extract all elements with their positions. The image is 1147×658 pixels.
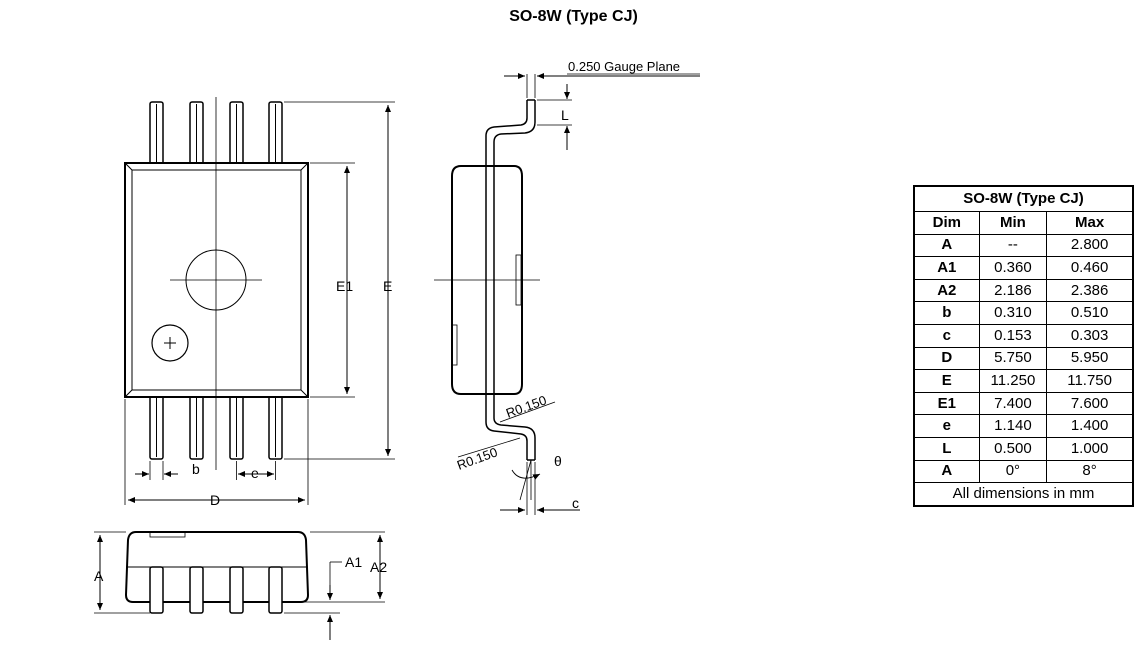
header-dim: Dim <box>913 211 980 235</box>
cell-min: 0.500 <box>978 436 1048 461</box>
label-A1: A1 <box>345 554 362 570</box>
table-footer: All dimensions in mm <box>913 482 1134 507</box>
cell-min: 0.360 <box>978 256 1048 280</box>
cell-dim: E1 <box>913 391 980 416</box>
cell-max: 5.950 <box>1046 346 1134 371</box>
end-view <box>94 531 385 640</box>
header-max: Max <box>1046 211 1134 235</box>
label-theta: θ <box>554 453 562 469</box>
cell-min: 7.400 <box>978 391 1048 416</box>
cell-dim: c <box>913 323 980 348</box>
table-header-row: Dim Min Max <box>913 211 1134 235</box>
cell-max: 8° <box>1046 459 1134 484</box>
label-E: E <box>383 278 392 294</box>
label-b: b <box>192 461 200 477</box>
side-lead <box>485 100 528 460</box>
ejector-pin-mark <box>185 249 247 311</box>
cell-dim: A <box>913 233 980 258</box>
cell-dim: E <box>913 369 980 393</box>
header-min: Min <box>978 211 1048 235</box>
cell-min: 1.140 <box>978 414 1048 438</box>
cell-max: 0.303 <box>1046 323 1134 348</box>
cell-dim: e <box>913 414 980 438</box>
cell-dim: L <box>913 436 980 461</box>
label-A2: A2 <box>370 559 387 575</box>
cell-min: 5.750 <box>978 346 1048 371</box>
cell-min: 2.186 <box>978 278 1048 303</box>
cell-max: 0.460 <box>1046 256 1134 280</box>
package-body-inner <box>131 169 302 391</box>
cell-max: 7.600 <box>1046 391 1134 416</box>
label-gauge-plane: 0.250 Gauge Plane <box>568 59 680 74</box>
label-R-bottom: R0.150 <box>455 444 500 472</box>
cell-max: 0.510 <box>1046 301 1134 325</box>
cell-dim: A2 <box>913 278 980 303</box>
table-footer-row: All dimensions in mm <box>913 482 1134 507</box>
side-view <box>434 73 700 515</box>
pin1-marker <box>151 324 189 362</box>
table-row: A--2.800 <box>913 233 1134 258</box>
cell-max: 11.750 <box>1046 369 1134 393</box>
cell-min: -- <box>978 233 1048 258</box>
label-E1: E1 <box>336 278 353 294</box>
cell-dim: A <box>913 459 980 484</box>
cell-dim: b <box>913 301 980 325</box>
top-view <box>124 97 395 505</box>
table-caption: SO-8W (Type CJ) <box>913 185 1134 212</box>
label-R-top: R0.150 <box>504 392 549 420</box>
cell-max: 2.386 <box>1046 278 1134 303</box>
cell-min: 0.153 <box>978 323 1048 348</box>
cell-dim: D <box>913 346 980 371</box>
cell-min: 0.310 <box>978 301 1048 325</box>
cell-max: 2.800 <box>1046 233 1134 258</box>
label-e: e <box>251 465 259 481</box>
label-c: c <box>572 495 579 511</box>
cell-min: 11.250 <box>978 369 1048 393</box>
cell-max: 1.400 <box>1046 414 1134 438</box>
label-L: L <box>561 107 569 123</box>
cell-dim: A1 <box>913 256 980 280</box>
cell-max: 1.000 <box>1046 436 1134 461</box>
page-title: SO-8W (Type CJ) <box>509 8 638 25</box>
cell-min: 0° <box>978 459 1048 484</box>
label-D: D <box>210 492 220 508</box>
table-caption-row: SO-8W (Type CJ) <box>913 185 1134 212</box>
label-A: A <box>94 568 104 584</box>
